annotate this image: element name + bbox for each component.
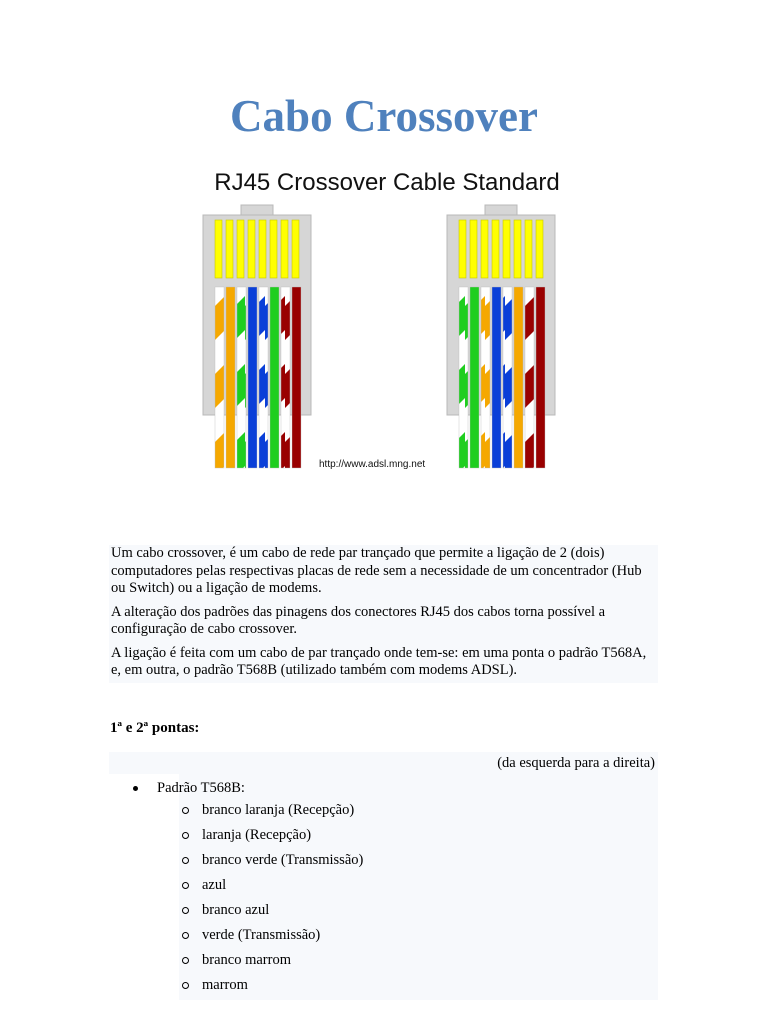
list-item-label: laranja (Recepção) bbox=[202, 827, 312, 843]
wire-white-brown bbox=[280, 286, 291, 469]
list-item-label: marrom bbox=[202, 977, 248, 993]
wire-white-green bbox=[236, 286, 247, 469]
wire-blue bbox=[491, 286, 502, 469]
standard-label: Padrão T568B: bbox=[157, 780, 245, 796]
rj45-crossover-figure: RJ45 Crossover Cable Standard http://www… bbox=[195, 160, 580, 480]
wire-orange bbox=[513, 286, 524, 469]
list-background-top bbox=[109, 752, 658, 774]
right-connector bbox=[446, 204, 556, 469]
contact-pin bbox=[469, 219, 478, 279]
figure-credit: http://www.adsl.mng.net bbox=[319, 459, 425, 470]
wire-white-orange bbox=[480, 286, 491, 469]
contact-pin bbox=[524, 219, 533, 279]
circle-bullet-icon bbox=[182, 832, 189, 839]
wire-white-green bbox=[458, 286, 469, 469]
circle-bullet-icon bbox=[182, 907, 189, 914]
wire-white-brown bbox=[524, 286, 535, 469]
contact-pin bbox=[535, 219, 544, 279]
contact-pin bbox=[280, 219, 289, 279]
pinout-list-box: (da esquerda para a direita) Padrão T568… bbox=[109, 752, 658, 1000]
wire-brown bbox=[535, 286, 546, 469]
contact-pin bbox=[513, 219, 522, 279]
contact-pin bbox=[258, 219, 267, 279]
wire-brown bbox=[291, 286, 302, 469]
contact-pin bbox=[502, 219, 511, 279]
contact-pin bbox=[214, 219, 223, 279]
rj45-diagram: RJ45 Crossover Cable Standard http://www… bbox=[202, 169, 560, 470]
direction-note: (da esquerda para a direita) bbox=[497, 755, 655, 771]
list-item-label: azul bbox=[202, 877, 227, 893]
contact-pin bbox=[480, 219, 489, 279]
list-background-main bbox=[179, 774, 658, 1000]
circle-bullet-icon bbox=[182, 857, 189, 864]
contact-pin bbox=[247, 219, 256, 279]
intro-paragraph-1: Um cabo crossover, é um cabo de rede par… bbox=[111, 545, 642, 596]
circle-bullet-icon bbox=[182, 932, 189, 939]
contact-pin bbox=[491, 219, 500, 279]
list-item-label: branco verde (Transmissão) bbox=[202, 852, 364, 868]
figure-heading: RJ45 Crossover Cable Standard bbox=[214, 169, 560, 196]
page-title: Cabo Crossover bbox=[230, 91, 538, 141]
list-item-label: verde (Transmissão) bbox=[202, 927, 321, 943]
list-item-label: branco azul bbox=[202, 902, 270, 918]
contact-pin bbox=[236, 219, 245, 279]
section-heading: 1ª e 2ª pontas: bbox=[110, 720, 200, 736]
bullet-icon bbox=[133, 786, 138, 791]
left-connector bbox=[202, 204, 312, 469]
wire-green bbox=[469, 286, 480, 469]
circle-bullet-icon bbox=[182, 982, 189, 989]
wire-orange bbox=[225, 286, 236, 469]
circle-bullet-icon bbox=[182, 957, 189, 964]
intro-text: Um cabo crossover, é um cabo de rede par… bbox=[109, 545, 658, 683]
list-item-label: branco marrom bbox=[202, 952, 291, 968]
contact-pin bbox=[291, 219, 300, 279]
wire-white-blue bbox=[258, 286, 269, 469]
wire-white-blue bbox=[502, 286, 513, 469]
contact-pin bbox=[269, 219, 278, 279]
circle-bullet-icon bbox=[182, 807, 189, 814]
wire-blue bbox=[247, 286, 258, 469]
contact-pin bbox=[458, 219, 467, 279]
contact-pin bbox=[225, 219, 234, 279]
wire-white-orange bbox=[214, 286, 225, 469]
wire-green bbox=[269, 286, 280, 469]
intro-paragraph-2: A alteração dos padrões das pinagens dos… bbox=[111, 603, 606, 638]
intro-paragraph-3: A ligação é feita com um cabo de par tra… bbox=[111, 644, 647, 679]
list-item-label: branco laranja (Recepção) bbox=[202, 802, 355, 818]
circle-bullet-icon bbox=[182, 882, 189, 889]
